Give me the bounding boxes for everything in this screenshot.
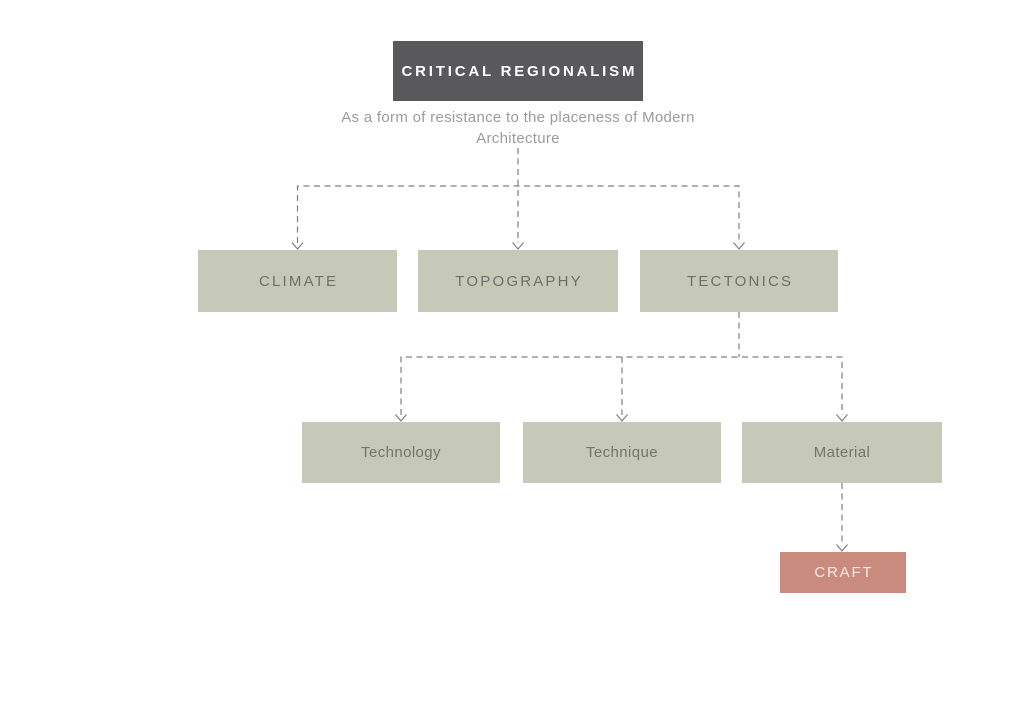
edge-tectonics-branch-row2 xyxy=(400,356,843,415)
node-tectonics-label: TECTONICS xyxy=(686,272,794,290)
diagram-subtitle: As a form of resistance to the placeness… xyxy=(341,109,695,147)
node-material: Material xyxy=(742,422,942,483)
node-technique-label: Technique xyxy=(586,444,658,461)
arrowhead-technology xyxy=(395,414,407,422)
node-craft-label: CRAFT xyxy=(814,564,874,581)
arrowhead-craft xyxy=(836,544,848,552)
node-topography-label: TOPOGRAPHY xyxy=(455,272,583,290)
arrowhead-tectonics xyxy=(733,242,745,250)
arrowhead-technique xyxy=(616,414,628,422)
node-technique: Technique xyxy=(523,422,721,483)
arrowhead-topography xyxy=(512,242,524,250)
node-topography: TOPOGRAPHY xyxy=(418,250,618,312)
arrowhead-material xyxy=(836,414,848,422)
node-technology-label: Technology xyxy=(361,444,441,461)
node-climate-label: CLIMATE xyxy=(258,272,339,290)
node-climate: CLIMATE xyxy=(198,250,397,312)
root-node: CRITICAL REGIONALISM xyxy=(393,41,643,101)
arrowhead-climate xyxy=(291,242,304,250)
edge-root-branch-row1 xyxy=(296,185,740,243)
node-technology: Technology xyxy=(302,422,500,483)
node-craft: CRAFT xyxy=(780,552,906,593)
root-node-label: CRITICAL REGIONALISM xyxy=(401,62,638,80)
node-tectonics: TECTONICS xyxy=(640,250,838,312)
node-material-label: Material xyxy=(813,444,871,461)
